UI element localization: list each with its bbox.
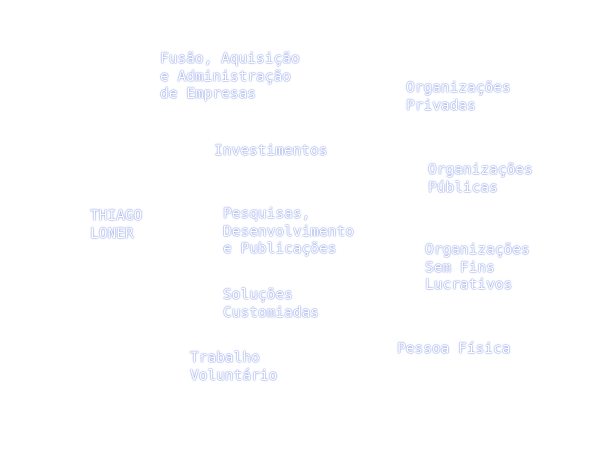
node-organizacoes-sem-fins: Organizações Sem Fins Lucrativos: [425, 242, 530, 293]
node-solucoes-customiadas: Soluções Customiadas: [223, 287, 320, 321]
node-center-name: THIAGO LONER: [90, 208, 143, 242]
node-organizacoes-privadas: Organizações Privadas: [406, 80, 511, 114]
node-organizacoes-publicas: Organizações Públicas: [428, 162, 533, 196]
node-investimentos: Investimentos: [214, 143, 328, 159]
node-pessoa-fisica: Pessoa Física: [397, 341, 511, 357]
node-pesquisas: Pesquisas, Desenvolvimento e Publicações: [223, 206, 354, 257]
node-fusao-aquisicao: Fusão, Aquisição e Administração de Empr…: [160, 51, 300, 102]
node-trabalho-voluntario: Trabalho Voluntário: [190, 350, 278, 384]
